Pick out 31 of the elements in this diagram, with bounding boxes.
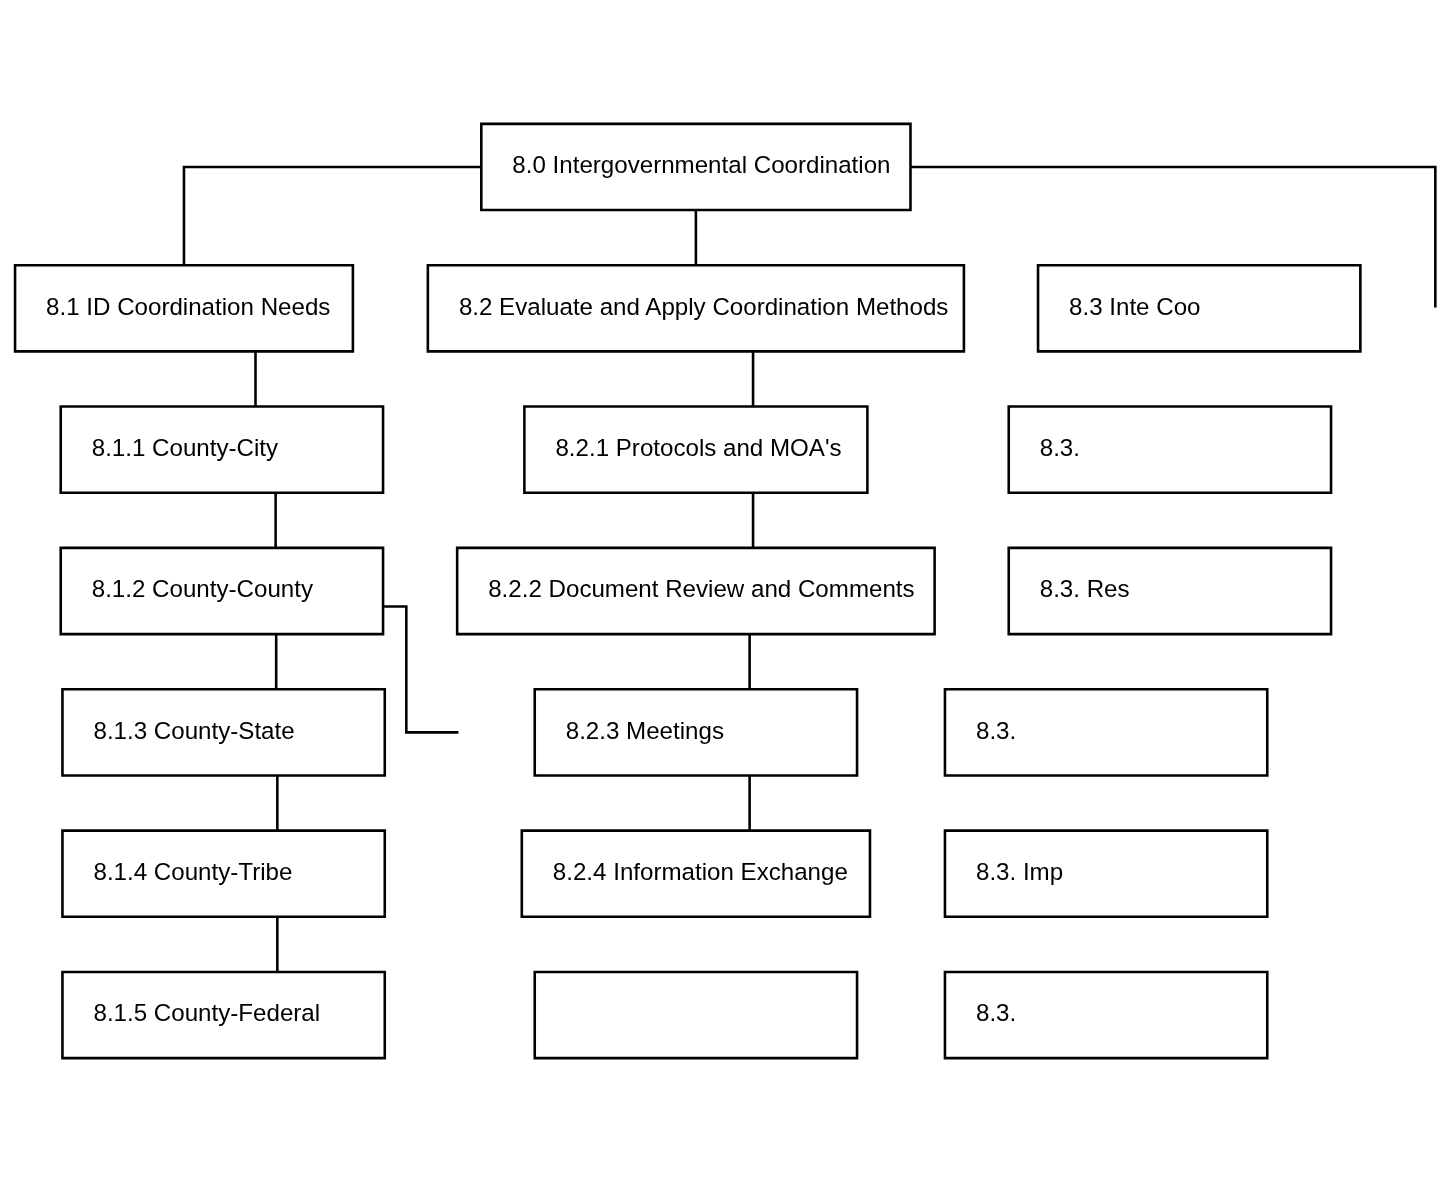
- connector: [276, 916, 279, 972]
- connector: [748, 633, 751, 689]
- node-box: 8.1.4 County-Tribe: [61, 828, 387, 918]
- node-box: 8.3. Res: [1007, 546, 1333, 635]
- connector: [751, 492, 755, 548]
- node-box: 8.3.: [1007, 404, 1333, 494]
- node-box: 8.1.1 County-City: [59, 404, 385, 494]
- connector: [254, 351, 257, 406]
- node-box: 8.1 ID Coordination Needs: [13, 263, 355, 353]
- node-box: 8.2 Evaluate and Apply Coordination Methods: [426, 263, 966, 353]
- connector: [276, 775, 279, 830]
- connector: [182, 165, 481, 265]
- node-box: [533, 970, 859, 1059]
- node-box: 8.2.2 Document Review and Comments: [455, 546, 936, 635]
- node-box: 8.0 Intergovernmental Coordination: [480, 122, 912, 211]
- connector: [274, 492, 277, 548]
- node-box: 8.1.5 County-Federal: [61, 970, 387, 1059]
- node-box: 8.3 Inte Coo: [1036, 263, 1362, 353]
- connector: [694, 209, 698, 265]
- node-box: 8.1.2 County-County: [59, 546, 385, 635]
- node-box: 8.2.3 Meetings: [533, 687, 859, 777]
- connector: [910, 165, 1437, 307]
- node-box: 8.3. Imp: [943, 828, 1269, 918]
- connector: [751, 351, 755, 406]
- node-box: 8.2.1 Protocols and MOA's: [523, 404, 869, 494]
- connector: [274, 633, 278, 689]
- node-box: 8.2.4 Information Exchange: [520, 828, 872, 918]
- node-box: 8.1.3 County-State: [61, 687, 387, 777]
- node-box: 8.3.: [943, 970, 1269, 1059]
- connector: [748, 775, 751, 830]
- node-box: 8.3.: [943, 687, 1269, 777]
